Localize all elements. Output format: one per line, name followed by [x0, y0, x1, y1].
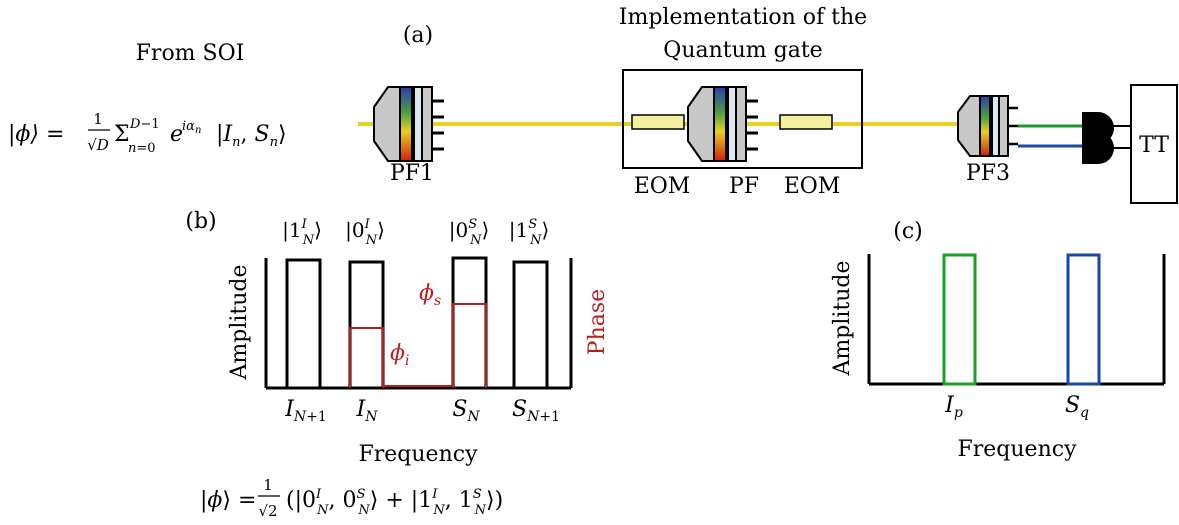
source-label: From SOI: [136, 41, 245, 66]
panel-a: (a) From SOI Implementation of the Quant…: [8, 5, 1178, 204]
time-tagger-label: TT: [1139, 133, 1169, 158]
gate-title-line1: Implementation of the: [619, 5, 867, 30]
amp-bar-I-N: [348, 260, 385, 388]
panel-c-label: (c): [893, 219, 923, 244]
svg-text:1: 1: [263, 476, 273, 494]
amp-bar-S-N: [451, 256, 488, 388]
detector-bottom: [1082, 132, 1114, 164]
eom-right-label: EOM: [784, 174, 841, 199]
eom-left: [631, 114, 685, 130]
svg-text:|ϕ⟩ =: |ϕ⟩ =: [200, 488, 256, 513]
svg-text:iαn: iαn: [182, 119, 201, 136]
c-x-label: Frequency: [958, 437, 1078, 462]
b-y-label-phase: Phase: [585, 289, 610, 355]
input-state: |ϕ⟩ = 1 √D Σ D−1 n=0 e iαn |In, Sn⟩: [8, 110, 287, 156]
phase-label-s: ϕs: [419, 281, 441, 309]
time-tagger-box: [1130, 84, 1178, 204]
gate-box: [622, 69, 863, 169]
phase-bar-I-N: [349, 327, 384, 388]
amp-bar-I-N+1: [285, 258, 322, 388]
bottom-label-S-q: Sq: [1065, 393, 1089, 421]
bottom-label-I-N+1: IN+1: [284, 397, 327, 425]
pf-pulse-shaper: [687, 86, 758, 162]
pf-label: PF: [729, 174, 759, 199]
bottom-label-S-N: SN: [452, 397, 480, 425]
svg-text:√2: √2: [258, 502, 277, 520]
pf1-label: PF1: [390, 161, 434, 186]
pf1-pulse-shaper: [373, 86, 444, 162]
phase-label-i: ϕi: [390, 341, 409, 369]
amp-bar-S-N+1: [512, 260, 549, 388]
eom-right: [779, 114, 833, 130]
panel-b-label: (b): [185, 209, 216, 234]
svg-text:|In, Sn⟩: |In, Sn⟩: [216, 122, 287, 150]
svg-text:Σ: Σ: [114, 122, 130, 147]
signal-bar: [1066, 253, 1101, 386]
gate-title-line2: Quantum gate: [663, 38, 822, 63]
svg-text:√D: √D: [87, 136, 109, 154]
input-state-fraction: 1 √D: [87, 110, 110, 154]
bottom-label-I-N: IN: [356, 397, 379, 425]
phase-bar-S-N: [452, 303, 487, 388]
svg-text:n=0: n=0: [128, 141, 156, 156]
b-x-label: Frequency: [359, 442, 479, 467]
svg-text:(|0IN, 0SN⟩ + |1IN, 1SN⟩): (|0IN, 0SN⟩ + |1IN, 1SN⟩): [286, 487, 503, 518]
bottom-label-I-p: Ip: [944, 393, 963, 421]
eom-left-label: EOM: [634, 174, 691, 199]
bottom-label-S-N+1: SN+1: [512, 397, 560, 425]
pf3-pulse-shaper: [957, 95, 1018, 157]
c-y-label: Amplitude: [830, 260, 855, 376]
svg-text:1: 1: [93, 110, 103, 128]
panel-c: (c) Amplitude Ip Sq Frequency: [830, 219, 1166, 462]
b-y-label-amplitude: Amplitude: [227, 264, 252, 380]
idler-bar: [942, 253, 977, 386]
svg-text:D−1: D−1: [129, 117, 160, 132]
svg-text:e: e: [170, 122, 183, 147]
pf3-label: PF3: [966, 161, 1010, 186]
input-state-text: |ϕ⟩ =: [8, 122, 64, 147]
panel-a-label: (a): [403, 23, 433, 48]
